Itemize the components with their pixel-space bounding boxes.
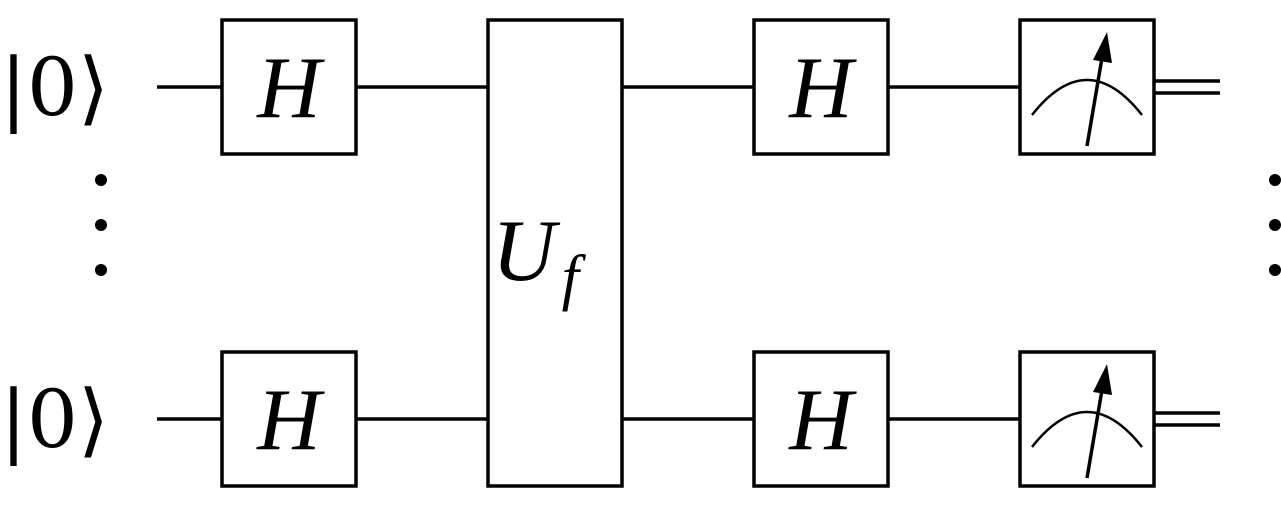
vertical-ellipsis-icon bbox=[1269, 174, 1281, 276]
hadamard-gate-1-bottom: H bbox=[220, 350, 358, 488]
qubit-line-bottom: |0⟩ H H bbox=[0, 350, 1220, 488]
hadamard-gate-1-top: H bbox=[220, 18, 358, 156]
hadamard-gate-2-bottom: H bbox=[752, 350, 890, 488]
input-ket-bottom: |0⟩ bbox=[0, 373, 109, 466]
oracle-gate: Uf bbox=[486, 18, 624, 488]
hadamard-label: H bbox=[256, 372, 325, 469]
measurement-meter-icon bbox=[1018, 350, 1156, 488]
vertical-ellipsis-icon bbox=[95, 174, 107, 276]
hadamard-gate-2-top: H bbox=[752, 18, 890, 156]
hadamard-label: H bbox=[788, 40, 857, 137]
hadamard-label: H bbox=[256, 40, 325, 137]
qubit-line-top: |0⟩ H H bbox=[0, 18, 1220, 156]
measurement-meter-icon bbox=[1018, 18, 1156, 156]
oracle-main-label: U bbox=[492, 203, 561, 300]
input-ket-top: |0⟩ bbox=[0, 41, 109, 134]
hadamard-label: H bbox=[788, 372, 857, 469]
